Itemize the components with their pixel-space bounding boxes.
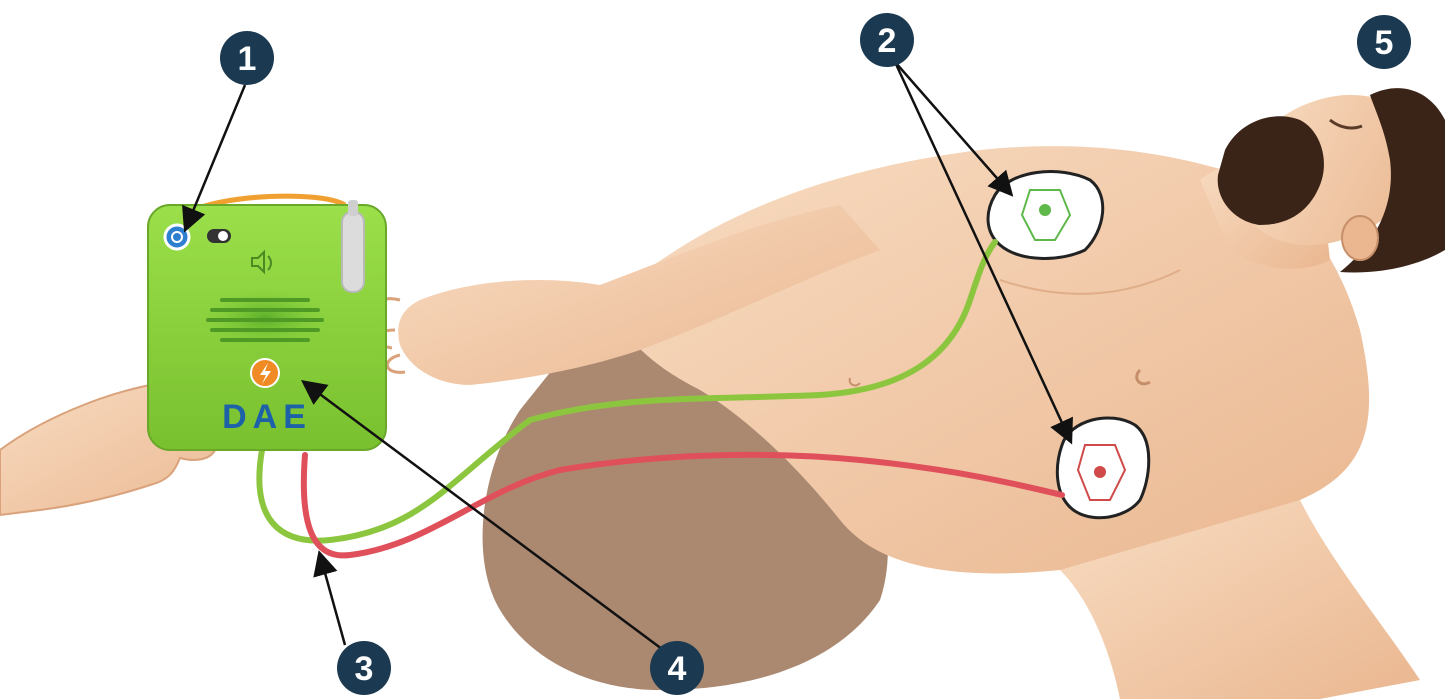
callout-1-number: 1 — [238, 40, 257, 78]
callout-1: 1 — [220, 31, 274, 85]
arrow-3 — [320, 555, 345, 645]
callout-3-number: 3 — [355, 650, 374, 688]
callout-4-number: 4 — [668, 650, 687, 688]
electrode-pad-lower — [1057, 418, 1148, 518]
callout-5-number: 5 — [1375, 24, 1394, 62]
aed-label: DAE — [222, 398, 312, 436]
aed-cartridge — [342, 212, 364, 292]
power-button[interactable] — [165, 225, 189, 249]
callout-4: 4 — [650, 641, 704, 695]
electrode-pad-upper — [988, 172, 1103, 259]
callout-2-number: 2 — [878, 22, 897, 60]
callout-3: 3 — [337, 641, 391, 695]
callout-2: 2 — [860, 13, 914, 67]
callout-5: 5 — [1357, 15, 1411, 69]
aed-device: DAE — [148, 196, 386, 450]
patient — [377, 66, 1446, 699]
